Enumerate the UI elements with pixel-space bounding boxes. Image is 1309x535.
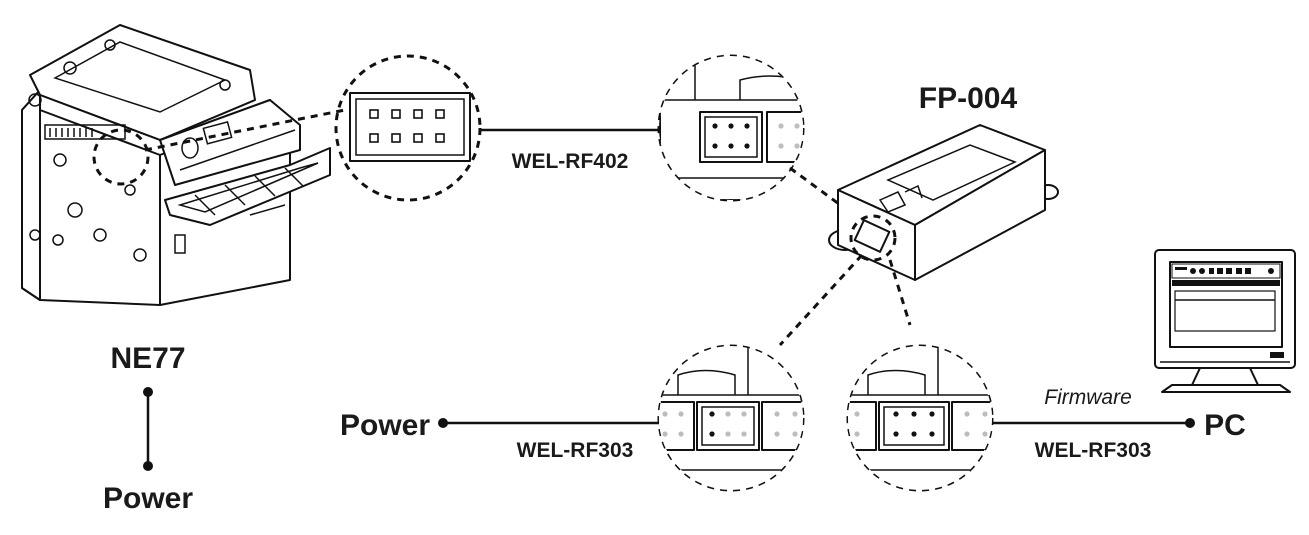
pc-port-zoom <box>846 344 994 492</box>
adapter-power-leader <box>778 253 864 347</box>
rf402-label: WEL-RF402 <box>512 150 629 173</box>
power-source-label: Power <box>340 409 430 442</box>
printer-connector-zoom <box>334 54 482 202</box>
fp004-adapter-illustration <box>828 124 1059 281</box>
adapter-pc-leader <box>888 259 912 326</box>
power-rf303-label: WEL-RF303 <box>517 439 634 462</box>
ne77-printer-illustration <box>21 24 331 306</box>
adapter-port-zoom-top <box>657 54 805 202</box>
pc-dot <box>1185 418 1195 428</box>
ne77-power-dot-bottom <box>143 461 153 471</box>
power-port-zoom <box>657 344 805 492</box>
ne77-power-dot-top <box>143 387 153 397</box>
ne77-label: NE77 <box>110 342 185 375</box>
printer-connector-highlight <box>92 128 150 186</box>
printer-zoom-leader <box>144 108 346 152</box>
adapter-port-highlight <box>849 214 897 262</box>
firmware-label: Firmware <box>1044 386 1132 409</box>
fp004-label: FP-004 <box>919 82 1018 115</box>
pc-rf303-label: WEL-RF303 <box>1035 439 1152 462</box>
ne77-power-label: Power <box>103 482 193 515</box>
pc-label: PC <box>1204 409 1246 442</box>
pc-monitor-illustration <box>1154 249 1296 393</box>
